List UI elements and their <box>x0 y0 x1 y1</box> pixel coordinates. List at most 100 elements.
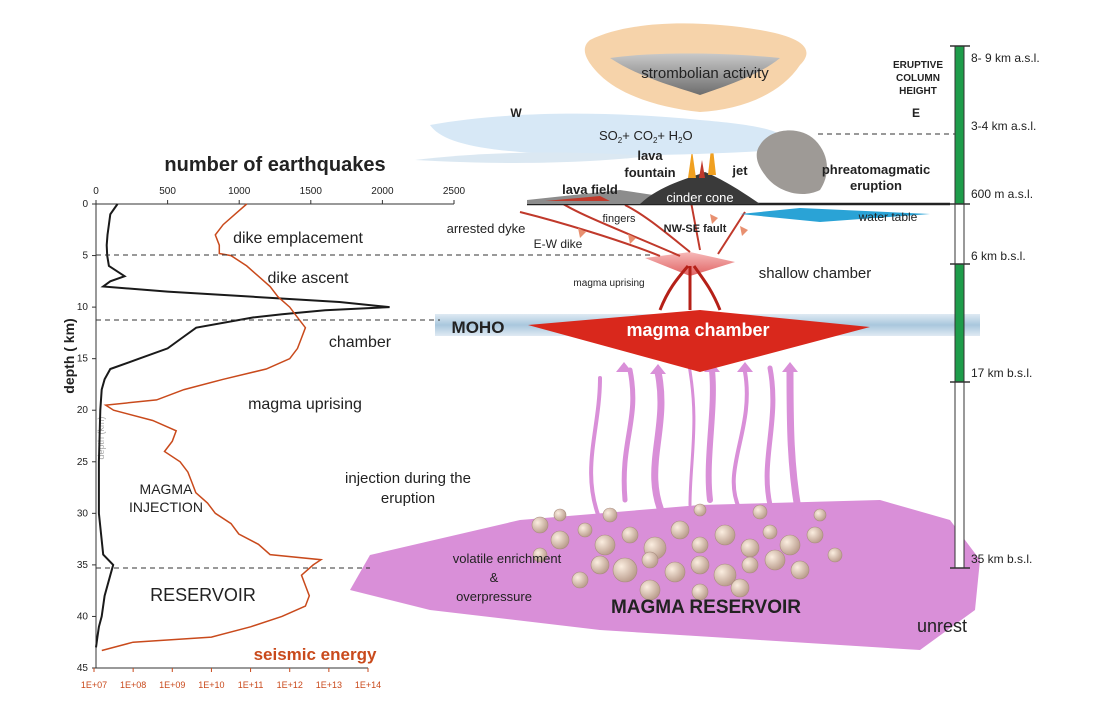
bubble <box>691 583 709 601</box>
label-ew-dike: E-W dike <box>534 237 583 251</box>
bubble <box>621 526 639 544</box>
label-lava-field: lava field <box>562 182 618 197</box>
depth-tick-label: 0 <box>82 199 88 210</box>
bubble <box>741 556 759 574</box>
label-gases: SO2+ CO2+ H2O <box>599 128 693 145</box>
bubble <box>612 557 638 583</box>
label-fountain: fountain <box>624 165 675 180</box>
label-arrested-dyke: arrested dyke <box>447 221 526 236</box>
label-strombolian: strombolian activity <box>641 65 769 82</box>
bubble <box>531 516 549 534</box>
scale-label-6km: 6 km b.s.l. <box>971 249 1026 263</box>
label-magma: MAGMA <box>140 481 194 497</box>
dikes-faults <box>519 185 746 257</box>
label-west: W <box>510 106 522 120</box>
bubble <box>590 555 610 575</box>
label-shallow-chamber: shallow chamber <box>759 265 872 282</box>
energy-tick-label: 1E+10 <box>198 680 224 690</box>
energy-tick-label: 1E+14 <box>355 680 381 690</box>
energy-tick-label: 1E+12 <box>277 680 303 690</box>
label-column-3: HEIGHT <box>899 86 937 97</box>
bubble <box>813 508 827 522</box>
label-east: E <box>912 106 920 120</box>
energy-axis-label: seismic energy <box>254 645 377 664</box>
bubble <box>730 578 750 598</box>
top-tick-label: 2000 <box>371 186 394 197</box>
depth-tick-label: 15 <box>77 354 89 365</box>
top-tick-label: 0 <box>93 186 99 197</box>
chart-title: number of earthquakes <box>164 154 385 176</box>
bubble <box>602 507 618 523</box>
top-tick-label: 1000 <box>228 186 251 197</box>
magma-chamber-shape <box>528 310 870 372</box>
energy-series-line <box>101 203 324 652</box>
label-phreato-1: phreatomagmatic <box>822 162 930 177</box>
depth-tick-label: 25 <box>77 457 89 468</box>
y-axis-faint-label: depth (km) <box>96 416 106 459</box>
scale-segment-shallow <box>954 203 965 265</box>
top-tick-label: 2500 <box>443 186 466 197</box>
magma-plumes <box>589 358 804 524</box>
bubble <box>827 547 843 563</box>
scale-bar: 8- 9 km a.s.l. 3-4 km a.s.l. 600 m a.s.l… <box>950 45 1040 569</box>
earthquakes-series-line <box>95 203 390 648</box>
bubble <box>806 526 824 544</box>
label-column-1: ERUPTIVE <box>893 60 943 71</box>
shallow-chamber-shape <box>645 252 735 276</box>
label-water-table: water table <box>858 210 918 224</box>
depth-tick-label: 40 <box>77 611 89 622</box>
label-reservoir: RESERVOIR <box>150 585 256 605</box>
scale-segment-eruptive <box>954 45 965 205</box>
bubble <box>779 534 801 556</box>
label-moho: MOHO <box>452 318 505 337</box>
label-injection: INJECTION <box>129 499 203 515</box>
label-column-2: COLUMN <box>896 73 940 84</box>
bubble <box>713 563 737 587</box>
label-unrest: unrest <box>917 616 967 636</box>
bubble <box>693 503 707 517</box>
plume-clouds <box>415 23 827 195</box>
dike-arrows <box>578 214 748 244</box>
label-magma-chamber: magma chamber <box>626 320 769 340</box>
scale-label-3-4km: 3-4 km a.s.l. <box>971 119 1036 133</box>
label-lava: lava <box>637 148 663 163</box>
label-dike-ascent: dike ascent <box>268 270 349 287</box>
bubble <box>550 530 570 550</box>
bubble <box>714 524 736 546</box>
water-table-shape <box>740 208 930 222</box>
label-dike-emplacement: dike emplacement <box>233 230 363 247</box>
bubble <box>639 579 661 601</box>
horizon-lines <box>96 133 955 569</box>
label-volatile-2: & <box>490 570 499 585</box>
top-tick-label: 1500 <box>300 186 323 197</box>
top-tick-label: 500 <box>159 186 176 197</box>
energy-tick-label: 1E+11 <box>238 680 264 690</box>
lava-jets <box>688 140 716 178</box>
bubble <box>691 536 709 554</box>
label-injection-2: eruption <box>381 490 435 507</box>
bubble <box>532 547 548 563</box>
label-injection-1: injection during the <box>345 470 471 487</box>
label-nw-se-fault: NW-SE fault <box>664 223 727 235</box>
diagram-labels: dike emplacement dike ascent chamber mag… <box>129 60 967 636</box>
scale-label-35km: 35 km b.s.l. <box>971 552 1032 566</box>
label-magma-uprising: magma uprising <box>248 396 362 413</box>
label-fingers: fingers <box>602 213 636 225</box>
depth-tick-label: 5 <box>82 251 88 262</box>
bubble <box>762 524 778 540</box>
depth-tick-label: 20 <box>77 405 89 416</box>
cinder-cone-shape <box>640 172 760 204</box>
scale-label-17km: 17 km b.s.l. <box>971 366 1032 380</box>
scale-segment-deep <box>954 381 965 569</box>
label-volatile-3: overpressure <box>456 589 532 604</box>
bubble <box>664 561 686 583</box>
bubble <box>690 555 710 575</box>
depth-tick-label: 45 <box>77 663 89 674</box>
energy-tick-label: 1E+08 <box>120 680 146 690</box>
y-axis-label: depth ( km) <box>61 318 77 393</box>
bubble <box>594 534 616 556</box>
depth-tick-label: 30 <box>77 508 89 519</box>
label-volatile-1: volatile enrichment <box>453 551 562 566</box>
